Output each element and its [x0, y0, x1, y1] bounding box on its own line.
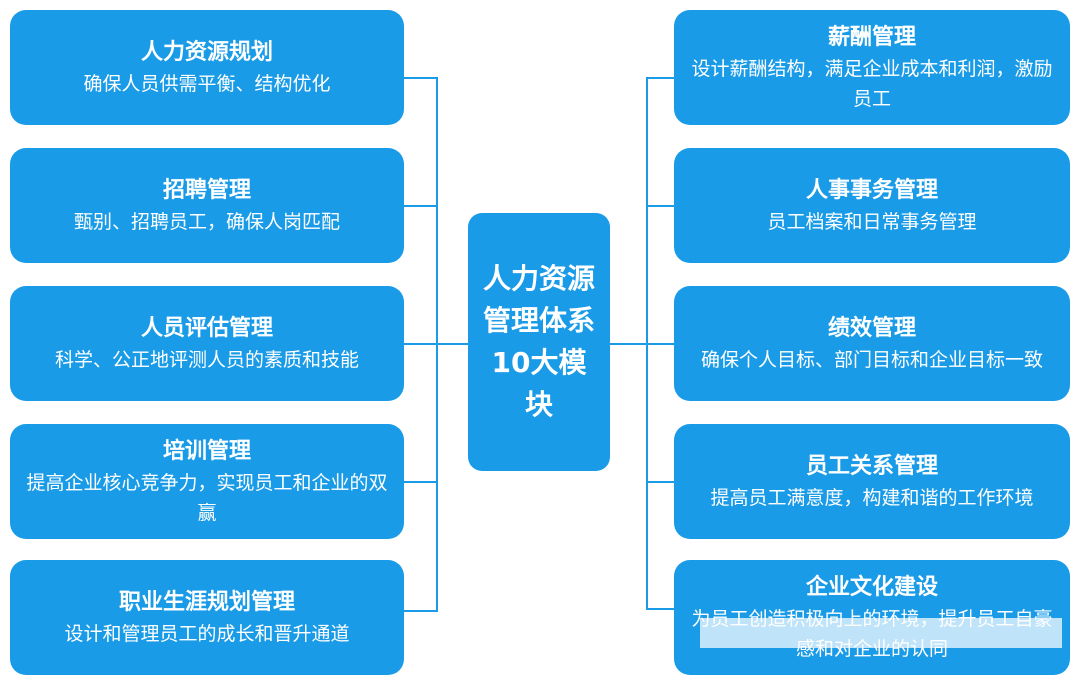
left-connector-stub-2 [404, 205, 438, 207]
module-desc: 设计和管理员工的成长和晋升通道 [64, 622, 350, 645]
module-title: 人员评估管理 [140, 315, 273, 341]
right-connector-stub-5 [646, 608, 674, 610]
module-hr-planning: 人力资源规划 确保人员供需平衡、结构优化 [10, 10, 404, 125]
center-hub-box: 人力资源 管理体系 10大模块 [468, 213, 610, 471]
right-connector-stub-1 [646, 77, 674, 79]
module-desc: 提高企业核心竞争力，实现员工和企业的双赢 [26, 471, 388, 524]
module-title: 薪酬管理 [827, 24, 916, 50]
center-title-line-2: 管理体系 [482, 304, 595, 337]
module-desc: 确保个人目标、部门目标和企业目标一致 [700, 348, 1043, 371]
module-personnel-affairs: 人事事务管理 员工档案和日常事务管理 [674, 148, 1070, 263]
module-recruitment: 招聘管理 甄别、招聘员工，确保人岗匹配 [10, 148, 404, 263]
module-title: 职业生涯规划管理 [118, 589, 295, 615]
module-title: 招聘管理 [162, 177, 251, 203]
module-employee-relations: 员工关系管理 提高员工满意度，构建和谐的工作环境 [674, 424, 1070, 539]
right-connector-stub-2 [646, 205, 674, 207]
module-desc: 提高员工满意度，构建和谐的工作环境 [710, 486, 1034, 509]
module-corporate-culture: 企业文化建设 为员工创造积极向上的环境，提升员工自豪感和对企业的认同 [674, 560, 1070, 675]
center-title-line-3: 10大模块 [491, 346, 587, 421]
module-desc: 甄别、招聘员工，确保人岗匹配 [73, 210, 340, 233]
module-performance: 绩效管理 确保个人目标、部门目标和企业目标一致 [674, 286, 1070, 401]
left-connector-stub-1 [404, 77, 438, 79]
right-connector-from-center [610, 343, 648, 345]
module-desc: 员工档案和日常事务管理 [767, 210, 977, 233]
right-connector-stub-3 [646, 343, 674, 345]
module-title: 人力资源规划 [140, 39, 273, 65]
module-compensation: 薪酬管理 设计薪酬结构，满足企业成本和利润，激励员工 [674, 10, 1070, 125]
watermark-overlay [700, 618, 1062, 648]
module-career-planning: 职业生涯规划管理 设计和管理员工的成长和晋升通道 [10, 560, 404, 675]
left-connector-to-center [436, 343, 468, 345]
module-title: 员工关系管理 [805, 453, 938, 479]
module-desc: 确保人员供需平衡、结构优化 [83, 72, 331, 95]
left-connector-stub-5 [404, 610, 438, 612]
module-desc: 设计薪酬结构，满足企业成本和利润，激励员工 [691, 57, 1053, 110]
module-title: 人事事务管理 [805, 177, 938, 203]
module-personnel-assessment: 人员评估管理 科学、公正地评测人员的素质和技能 [10, 286, 404, 401]
module-desc: 科学、公正地评测人员的素质和技能 [54, 348, 359, 371]
module-title: 绩效管理 [827, 315, 916, 341]
module-title: 培训管理 [162, 438, 251, 464]
module-title: 企业文化建设 [805, 574, 938, 600]
right-connector-stub-4 [646, 481, 674, 483]
left-connector-stub-4 [404, 481, 438, 483]
center-title-line-1: 人力资源 [482, 262, 595, 295]
left-connector-stub-3 [404, 343, 438, 345]
module-training: 培训管理 提高企业核心竞争力，实现员工和企业的双赢 [10, 424, 404, 539]
